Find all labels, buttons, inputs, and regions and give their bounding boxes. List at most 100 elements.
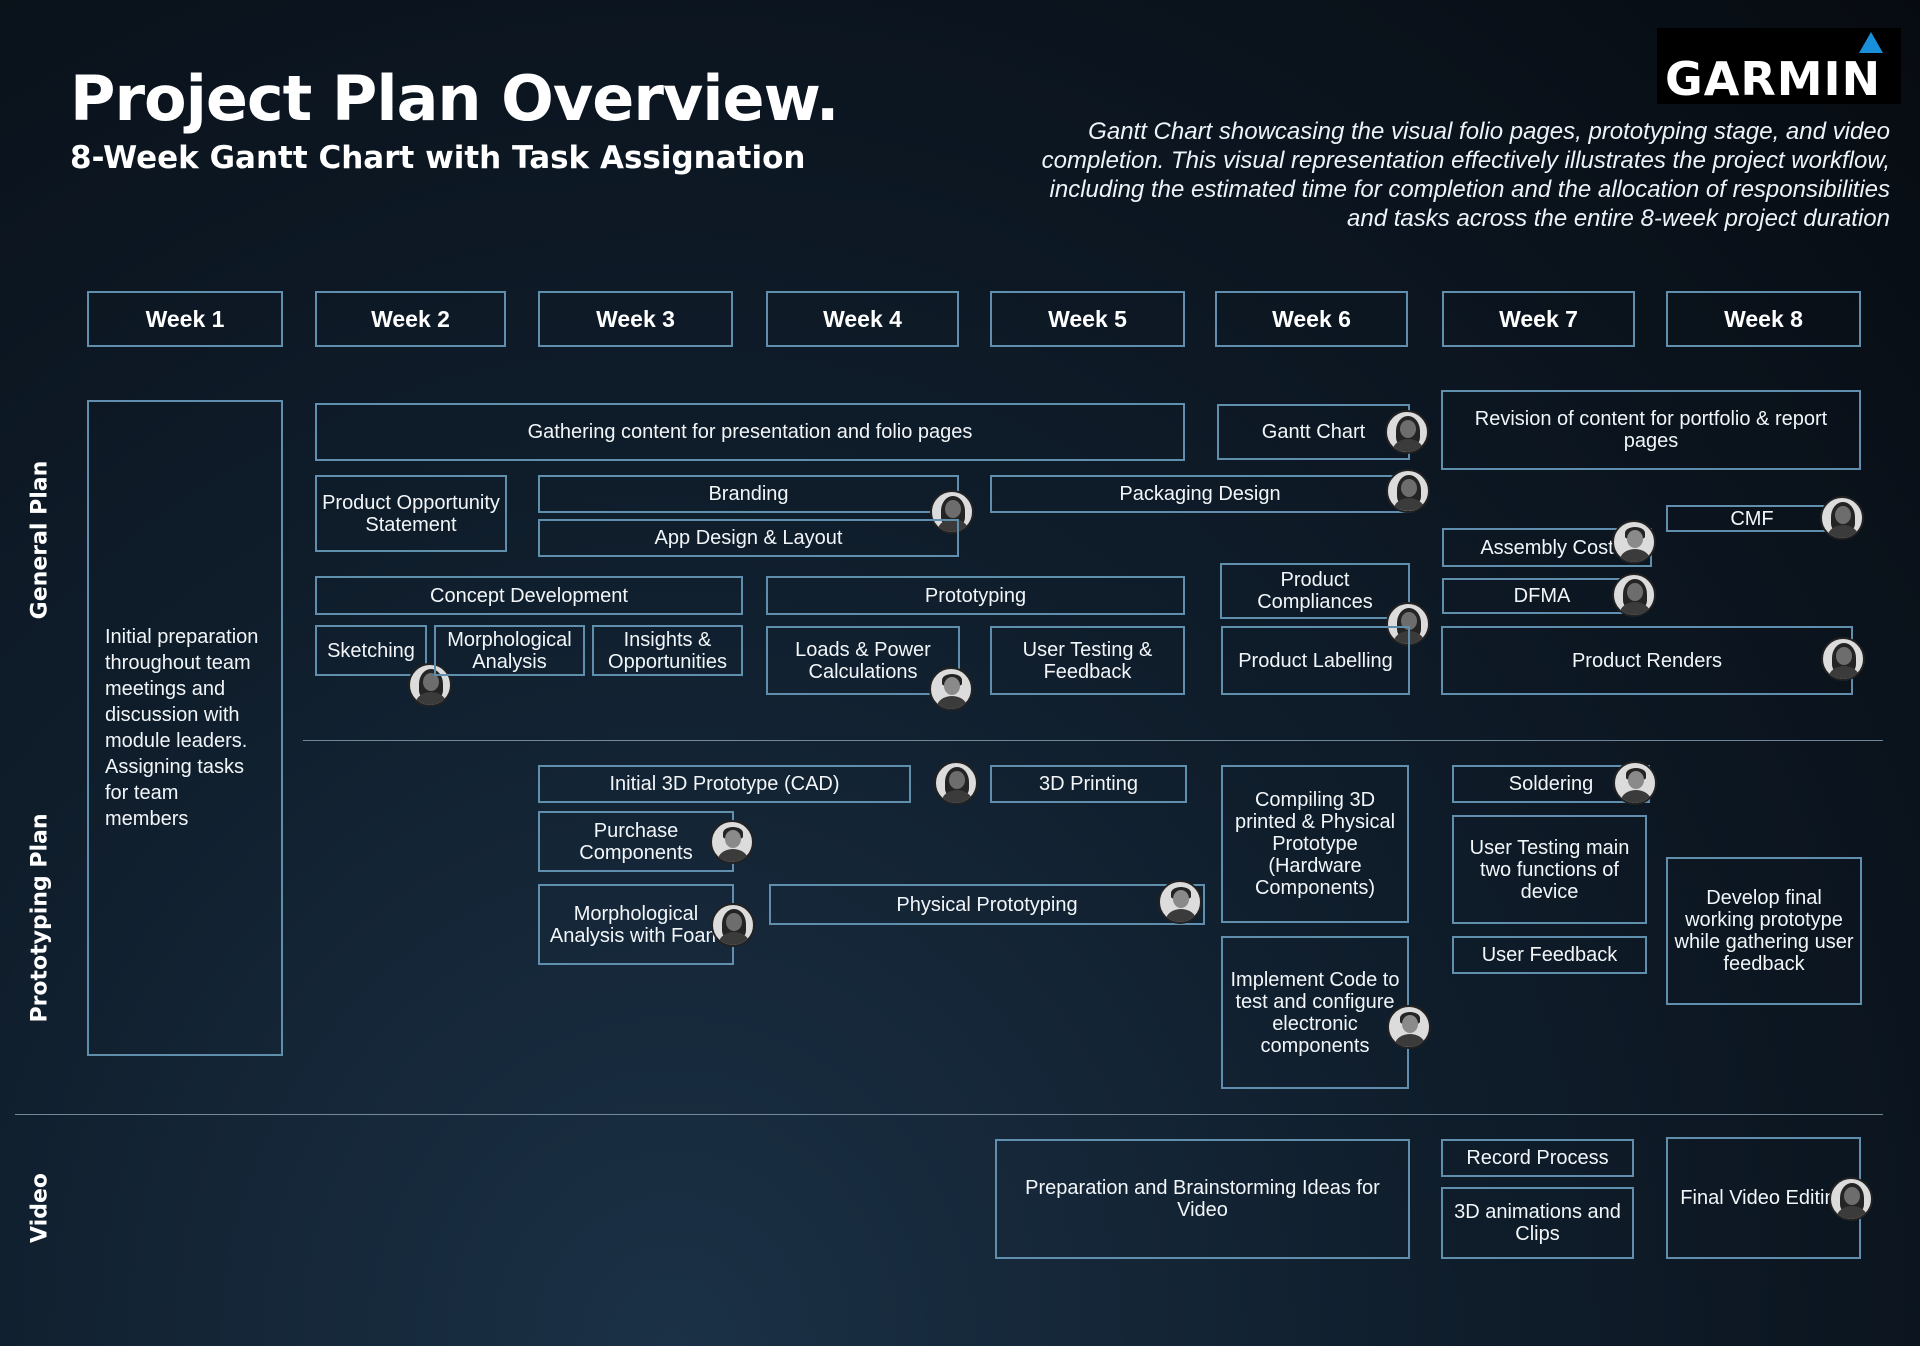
section-label-general-plan: General Plan (27, 460, 53, 620)
task-compiling-3d: Compiling 3D printed & Physical Prototyp… (1221, 765, 1409, 923)
assignee-avatar-icon (1386, 469, 1430, 513)
assignee-avatar-icon (1158, 880, 1202, 924)
week-header-4: Week 4 (766, 291, 959, 347)
avatar-body (1837, 1206, 1867, 1219)
task-3d-animations: 3D animations and Clips (1441, 1187, 1634, 1259)
assignee-avatar-icon (1385, 410, 1429, 454)
avatar-head (423, 673, 439, 691)
task-product-labelling: Product Labelling (1221, 626, 1410, 695)
avatar-body (718, 849, 748, 862)
task-app-design: App Design & Layout (538, 519, 959, 557)
chart-description: Gantt Chart showcasing the visual folio … (900, 117, 1890, 233)
avatar-body (942, 790, 972, 803)
task-cmf: CMF (1666, 505, 1838, 532)
assignee-avatar-icon (408, 663, 452, 707)
task-user-feedback: User Feedback (1452, 936, 1647, 974)
avatar-head (1627, 583, 1643, 601)
week-header-3: Week 3 (538, 291, 733, 347)
assignee-avatar-icon (1612, 573, 1656, 617)
section-label-video: Video (27, 1173, 53, 1243)
assignee-avatar-icon (711, 903, 755, 947)
task-morph-foam: Morphological Analysis with Foam (538, 884, 734, 965)
avatar-body (1828, 525, 1858, 538)
week-header-6: Week 6 (1215, 291, 1408, 347)
avatar-body (719, 932, 749, 945)
week-header-1: Week 1 (87, 291, 283, 347)
task-sketching: Sketching (315, 625, 427, 676)
avatar-head (1628, 771, 1644, 789)
avatar-body (416, 692, 446, 705)
assignee-avatar-icon (929, 667, 973, 711)
avatar-head (949, 771, 965, 789)
task-initial-3d-prototype: Initial 3D Prototype (CAD) (538, 765, 911, 803)
avatar-head (1844, 1187, 1860, 1205)
task-prep-brainstorm: Preparation and Brainstorming Ideas for … (995, 1139, 1410, 1259)
avatar-head (1402, 1015, 1418, 1033)
avatar-head (1400, 420, 1416, 438)
avatar-body (1620, 549, 1650, 562)
section-label-prototyping-plan: Prototyping Plan (27, 813, 53, 1023)
task-prototyping: Prototyping (766, 576, 1185, 615)
avatar-body (937, 696, 967, 709)
task-product-renders: Product Renders (1441, 626, 1853, 695)
avatar-head (1627, 530, 1643, 548)
section-divider (15, 1114, 1883, 1115)
avatar-body (1621, 790, 1651, 803)
avatar-head (1401, 479, 1417, 497)
assignee-avatar-icon (710, 820, 754, 864)
avatar-head (725, 830, 741, 848)
avatar-head (945, 500, 961, 518)
task-gathering-content: Gathering content for presentation and f… (315, 403, 1185, 461)
task-revision-content: Revision of content for portfolio & repo… (1441, 390, 1861, 470)
task-develop-final: Develop final working prototype while ga… (1666, 857, 1862, 1005)
description-line: completion. This visual representation e… (1041, 147, 1890, 174)
task-morphological-analysis: Morphological Analysis (434, 625, 585, 676)
avatar-body (1166, 909, 1196, 922)
assignee-avatar-icon (1821, 637, 1865, 681)
avatar-body (938, 519, 968, 532)
assignee-avatar-icon (1387, 1005, 1431, 1049)
avatar-head (1835, 506, 1851, 524)
assignee-avatar-icon (1820, 496, 1864, 540)
week-header-2: Week 2 (315, 291, 506, 347)
avatar-head (1173, 890, 1189, 908)
task-product-compliances: Product Compliances (1220, 563, 1410, 619)
avatar-body (1393, 439, 1423, 452)
page-title: Project Plan Overview. (70, 62, 839, 135)
avatar-body (1395, 1034, 1425, 1047)
task-physical-prototyping: Physical Prototyping (769, 884, 1205, 925)
initial-preparation-box: Initial preparation throughout team meet… (87, 400, 283, 1056)
task-packaging-design: Packaging Design (990, 475, 1410, 513)
garmin-logo: GARMIN (1657, 28, 1901, 106)
task-product-opportunity: Product Opportunity Statement (315, 475, 507, 552)
description-line: and tasks across the entire 8-week proje… (1347, 205, 1890, 232)
avatar-head (944, 677, 960, 695)
logo-triangle-icon (1859, 32, 1883, 53)
description-line: including the estimated time for complet… (1049, 176, 1890, 203)
avatar-body (1620, 602, 1650, 615)
task-loads-power: Loads & Power Calculations (766, 626, 960, 695)
assignee-avatar-icon (934, 761, 978, 805)
logo-text: GARMIN (1665, 52, 1882, 106)
description-line: Gantt Chart showcasing the visual folio … (1088, 118, 1890, 145)
avatar-head (726, 913, 742, 931)
week-header-5: Week 5 (990, 291, 1185, 347)
avatar-body (1829, 666, 1859, 679)
assignee-avatar-icon (1612, 520, 1656, 564)
task-user-testing-main: User Testing main two functions of devic… (1452, 815, 1647, 924)
section-divider (303, 740, 1883, 741)
task-implement-code: Implement Code to test and configure ele… (1221, 936, 1409, 1089)
avatar-body (1394, 498, 1424, 511)
task-gantt-chart: Gantt Chart (1217, 404, 1410, 460)
task-insights-opportunities: Insights & Opportunities (592, 625, 743, 676)
avatar-head (1401, 612, 1417, 630)
assignee-avatar-icon (1613, 761, 1657, 805)
task-3d-printing: 3D Printing (990, 765, 1187, 803)
week-header-7: Week 7 (1442, 291, 1635, 347)
task-purchase-components: Purchase Components (538, 811, 734, 872)
avatar-head (1836, 647, 1852, 665)
page-subtitle: 8-Week Gantt Chart with Task Assignation (70, 140, 806, 176)
assignee-avatar-icon (930, 490, 974, 534)
task-user-testing-feedback: User Testing & Feedback (990, 626, 1185, 695)
